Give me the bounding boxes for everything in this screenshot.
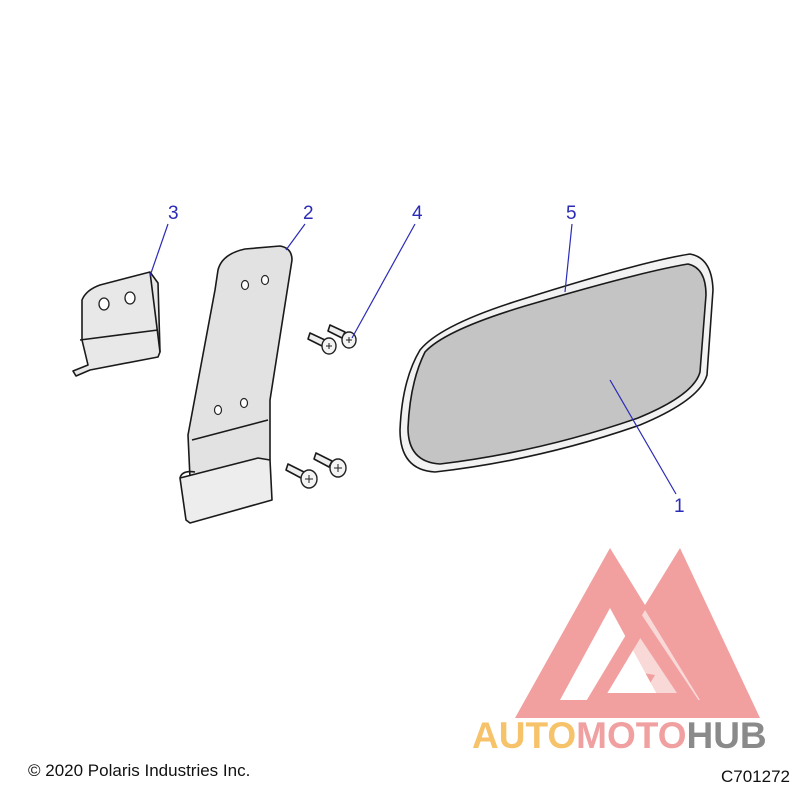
screw-lower-right [313, 452, 347, 478]
diagram-code: C701272 [720, 767, 790, 786]
part-3-small-bracket [72, 271, 161, 377]
leader-2 [285, 223, 306, 251]
watermark-auto: AUTO [472, 715, 576, 756]
part-2-mirror-arm [179, 245, 293, 524]
leader-5 [564, 223, 573, 293]
callout-3: 3 [168, 203, 179, 224]
leader-3 [149, 223, 169, 277]
callout-1: 1 [674, 496, 685, 517]
screw-lower-left [285, 463, 318, 489]
copyright-text: © 2020 Polaris Industries Inc. [28, 761, 251, 780]
part-1-mirror-glass [407, 263, 707, 465]
watermark-moto: MOTO [576, 715, 686, 756]
watermark-hub: HUB [686, 715, 766, 756]
callout-2: 2 [303, 203, 314, 224]
screw-upper-left [307, 332, 337, 355]
leader-1 [609, 379, 677, 495]
callout-5: 5 [566, 203, 577, 224]
part-4-screws [285, 324, 357, 489]
callout-4: 4 [412, 203, 423, 224]
watermark-text: AUTOMOTOHUB [472, 715, 767, 756]
watermark-logo [515, 548, 760, 718]
leader-4 [351, 223, 416, 339]
